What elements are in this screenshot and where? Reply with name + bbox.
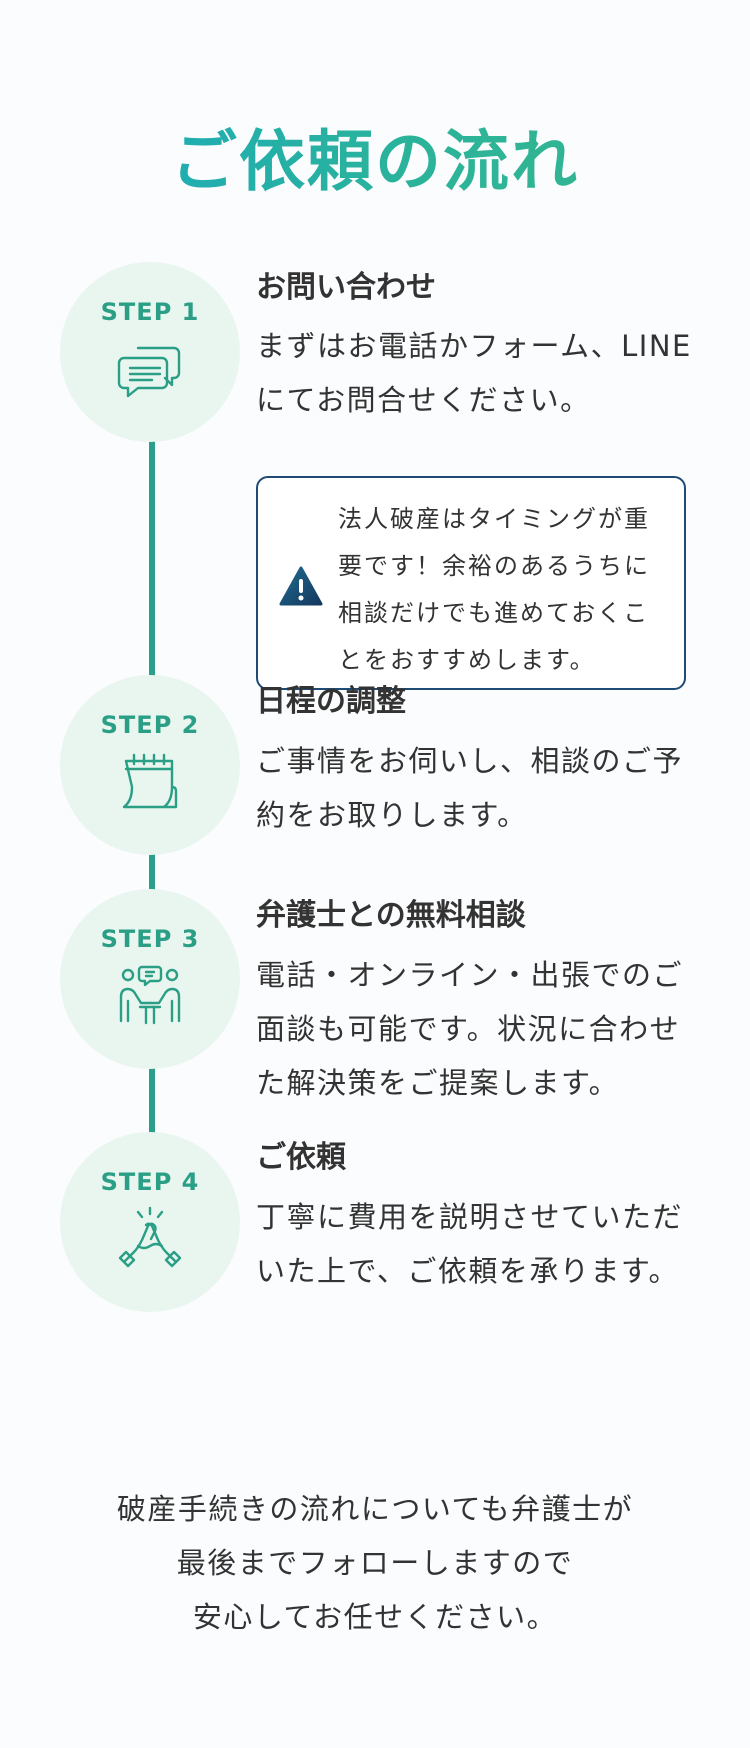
closing-line-3: 安心してお任せください。 — [192, 1600, 558, 1634]
step-2-description: ご事情をお伺いし、相談のご予約をお取りします。 — [256, 744, 684, 832]
timeline-connector — [149, 1046, 155, 1136]
step-2-badge: STEP 2 — [60, 675, 240, 855]
step-4-badge: STEP 4 — [60, 1132, 240, 1312]
section-title: ご依頼の流れ — [0, 122, 750, 201]
notice-text: 法人破産はタイミングが重要です！余裕のあるうちに相談だけでも進めておくことをおす… — [338, 505, 650, 674]
step-1-description: まずはお電話かフォーム、LINEにてお問合せください。 — [256, 329, 692, 417]
step-3-label: STEP 3 — [100, 925, 200, 953]
closing-line-1: 破産手続きの流れについても弁護士が — [116, 1492, 634, 1526]
step-2-title: 日程の調整 — [256, 684, 406, 719]
handshake-icon — [116, 1204, 184, 1272]
closing-message: 破産手続きの流れについても弁護士が 最後までフォローしますので 安心してお任せく… — [0, 1482, 750, 1644]
closing-line-2: 最後までフォローしますので — [176, 1546, 574, 1580]
step-4-description: 丁寧に費用を説明させていただいた上で、ご依頼を承ります。 — [256, 1200, 684, 1288]
timing-notice-box: 法人破産はタイミングが重要です！余裕のあるうちに相談だけでも進めておくことをおす… — [256, 476, 686, 690]
step-4-title: ご依頼 — [256, 1140, 346, 1175]
step-1-badge: STEP 1 — [60, 262, 240, 442]
step-3-title: 弁護士との無料相談 — [256, 898, 526, 933]
step-1-label: STEP 1 — [100, 298, 200, 326]
calendar-icon — [116, 747, 184, 815]
timeline-connector — [149, 420, 155, 678]
step-4-label: STEP 4 — [100, 1168, 200, 1196]
consultation-meeting-icon — [116, 961, 184, 1029]
warning-icon — [279, 566, 323, 606]
step-1-title: お問い合わせ — [256, 270, 436, 305]
timeline-connector — [149, 834, 155, 892]
step-3-description: 電話・オンライン・出張でのご面談も可能です。状況に合わせた解決策をご提案します。 — [256, 958, 684, 1100]
step-3-badge: STEP 3 — [60, 889, 240, 1069]
step-2-label: STEP 2 — [100, 711, 200, 739]
chat-bubbles-icon — [116, 334, 184, 402]
